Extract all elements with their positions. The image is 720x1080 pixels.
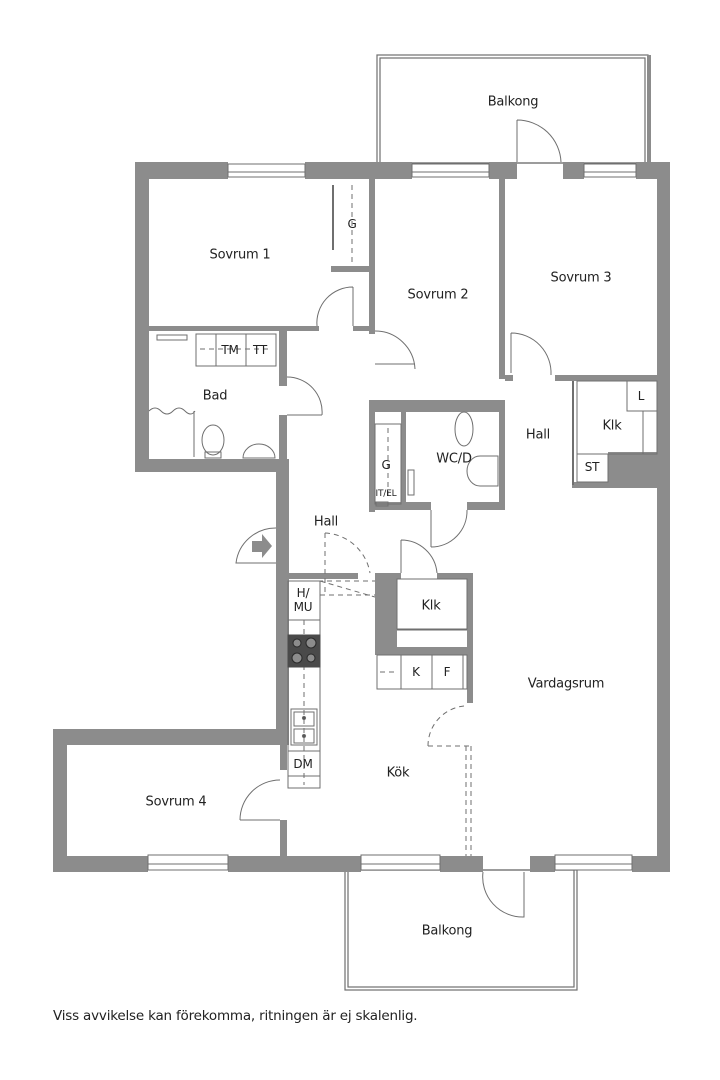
room-label-wc-d: WC/D [436,451,472,467]
room-label-balkong-bottom: Balkong [421,923,473,939]
sink [293,711,315,744]
room-label-klk-center: Klk [421,598,441,614]
interior-walls [149,179,660,856]
room-label-vardagsrum: Vardagsrum [527,676,605,692]
cabinet-label-dm: DM [293,757,313,771]
cabinet-label-k: K [412,665,420,679]
cabinet-label-tt: TT [252,343,268,357]
windows [147,163,637,871]
cabinet-label-tm: TM [221,343,239,357]
room-label-garderob-2: G [381,458,391,472]
fixtures [148,185,658,856]
room-label-balkong-top: Balkong [487,94,539,110]
doors [235,119,562,918]
room-label-sovrum-2: Sovrum 2 [407,287,469,303]
entrance-arrow-icon [252,534,272,558]
stove-burners [291,637,317,664]
cabinet-label-st: ST [584,460,600,474]
cabinet-label-f: F [443,665,451,679]
cabinet-label-h-mu: H/MU [293,586,313,614]
exterior-walls [53,162,670,872]
room-label-garderob-1: G [347,217,357,231]
room-label-sovrum-3: Sovrum 3 [550,270,612,286]
room-label-hall-right: Hall [525,427,551,443]
room-label-bad: Bad [202,388,228,404]
disclaimer-caption: Viss avvikelse kan förekomma, ritningen … [53,1008,418,1024]
cabinet-label-l: L [637,389,645,403]
room-label-hall-center: Hall [313,514,339,530]
room-label-sovrum-1: Sovrum 1 [209,247,271,263]
room-label-it-el: IT/EL [375,489,397,499]
room-label-klk-right: Klk [602,418,622,434]
room-label-sovrum-4: Sovrum 4 [145,794,207,810]
room-label-kok: Kök [386,765,410,781]
